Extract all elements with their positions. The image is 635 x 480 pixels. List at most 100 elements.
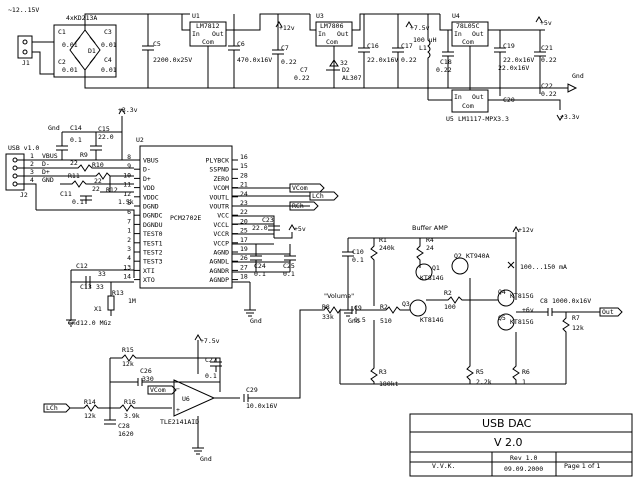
- dac-left-pin-number: 9: [127, 162, 131, 170]
- c2-value: 0.01: [62, 66, 78, 74]
- q4-label: Q4: [498, 288, 506, 296]
- dac-right-pin-label: AGND: [213, 249, 229, 257]
- v75-label: +7.5v: [410, 24, 430, 32]
- dac-right-pin-number: 18: [240, 273, 248, 281]
- r12-value: 1.5k: [118, 198, 134, 206]
- c18-cap: [442, 30, 454, 88]
- l1-label: L1: [419, 44, 427, 52]
- r6-resistor: [512, 332, 520, 384]
- r11-label: R11: [68, 172, 80, 180]
- r6-label: R6: [522, 368, 530, 376]
- c12-value: 33: [98, 270, 106, 278]
- rch-port-label: RCh: [292, 202, 304, 210]
- u5-label: U5: [446, 115, 454, 123]
- rr2-value: 100: [444, 303, 456, 311]
- c28-value: 1620: [118, 430, 134, 438]
- amp-v12-wire: [512, 226, 520, 300]
- c26-label: C26: [140, 367, 152, 375]
- j1-wires: [32, 41, 54, 75]
- dac-right-pin-label: VOUTR: [209, 203, 229, 211]
- c4-label: C4: [104, 56, 112, 64]
- c18-label: C18: [440, 58, 452, 66]
- dac-left-pin-number: 11: [123, 181, 131, 189]
- r2-resistor: [374, 306, 410, 314]
- rr2-label: R2: [444, 289, 452, 297]
- r8-label: R8: [322, 303, 330, 311]
- u6-plus: +: [176, 406, 180, 414]
- dac-left-pin-label: VBUS: [143, 157, 159, 165]
- u2-label: U2: [136, 136, 144, 144]
- c11-cap: [80, 195, 92, 204]
- c29-cap: [214, 394, 280, 402]
- c10-cap: [342, 237, 516, 310]
- dac-left-pin-label: DGND: [143, 203, 159, 211]
- opamp-gnd: [192, 416, 204, 455]
- q4-part: KT815G: [510, 292, 534, 300]
- dac-left-pin-label: TEST0: [143, 230, 163, 238]
- opamp-vcom-port: [147, 385, 177, 395]
- q5-part: KT815G: [510, 318, 534, 326]
- j1-connector: [17, 35, 33, 59]
- dac-left-pin-number: 2: [127, 236, 131, 244]
- c19-value: 22.0x16V: [503, 56, 534, 64]
- c15-cap: [62, 131, 122, 160]
- u3-wires: [309, 13, 440, 88]
- power-supply-section: ~12..15V J1 4xKD213A D1 C1 0.01 C2 0.01 …: [8, 6, 584, 123]
- dac-left-pin-label: VDD: [143, 184, 155, 192]
- r5-value: 2.2k: [476, 378, 492, 386]
- dac-right-pin-number: 22: [240, 208, 248, 216]
- c21-cap: [534, 30, 546, 88]
- agnd-wires: [232, 244, 296, 310]
- rch-port: [289, 201, 319, 211]
- r8-value: 33k: [322, 313, 334, 321]
- dac-left-pin-label: XTI: [143, 267, 155, 275]
- opamp-gnd-label: Gnd: [200, 455, 212, 463]
- r4-resistor: [416, 238, 424, 268]
- usb-pin2: [12, 165, 18, 171]
- j1-label: J1: [22, 59, 30, 67]
- v12-label: +12v: [279, 24, 295, 32]
- c16-cap: [358, 14, 370, 88]
- c17-label: C17: [401, 42, 413, 50]
- v33-arrow: [556, 114, 564, 121]
- c15-value: 22.0: [98, 133, 114, 141]
- out-port-label: Out: [602, 308, 614, 316]
- dac-gnd-symbol: [244, 309, 256, 317]
- c8-cap: [516, 308, 600, 316]
- out-port[interactable]: [599, 307, 623, 317]
- u5-com: Com: [462, 102, 474, 110]
- r13-value: 1M: [128, 297, 136, 305]
- r3-resistor: [370, 320, 378, 384]
- c20-label: C20: [503, 96, 515, 104]
- j1-pin1: [22, 39, 28, 45]
- bridge-label: 4xKD213A: [66, 14, 97, 22]
- c24-value: 0.1: [254, 270, 266, 278]
- dac-left-pins: VBUS8D-9D+10VDD11VDDC12DGND5DGNDC6DGNDU7…: [123, 153, 162, 284]
- r9-resistor: [60, 164, 134, 172]
- d2-label: D2: [342, 66, 350, 74]
- c7-value: 0.22: [281, 58, 297, 66]
- u3-part: LM7806: [320, 22, 344, 30]
- dac-chip-section: U2 PCM2702E VBUS8D-9D+10VDD11VDDC12DGND5…: [123, 136, 339, 325]
- dac-right-pin-label: VCC: [217, 212, 229, 220]
- c28-cap: [104, 408, 116, 425]
- r14-value: 12k: [84, 412, 96, 420]
- u5-wires: [428, 88, 561, 110]
- page-number: Page 1 of 1: [564, 462, 600, 470]
- usb-pin4: [12, 181, 18, 187]
- c21-value: 0.22: [541, 56, 557, 64]
- p32-label: 32: [340, 59, 348, 67]
- opamp-section: +7.5v R15 12k C26 330 C27 0.1 U6 − + TLE…: [43, 334, 280, 463]
- dac-right-pin-label: ZERO: [213, 175, 229, 183]
- usb-gnd2-label: Gnd: [68, 319, 80, 327]
- x1-value: 12.0 MGz: [80, 319, 111, 327]
- dac-left-pin-label: D-: [143, 166, 151, 174]
- usb-pin3: [12, 173, 18, 179]
- u3-com: Com: [326, 38, 338, 46]
- u1-label: U1: [192, 12, 200, 20]
- j1-pin2: [22, 49, 28, 55]
- r7-label: R7: [572, 314, 580, 322]
- gnd-arrow: [530, 83, 578, 93]
